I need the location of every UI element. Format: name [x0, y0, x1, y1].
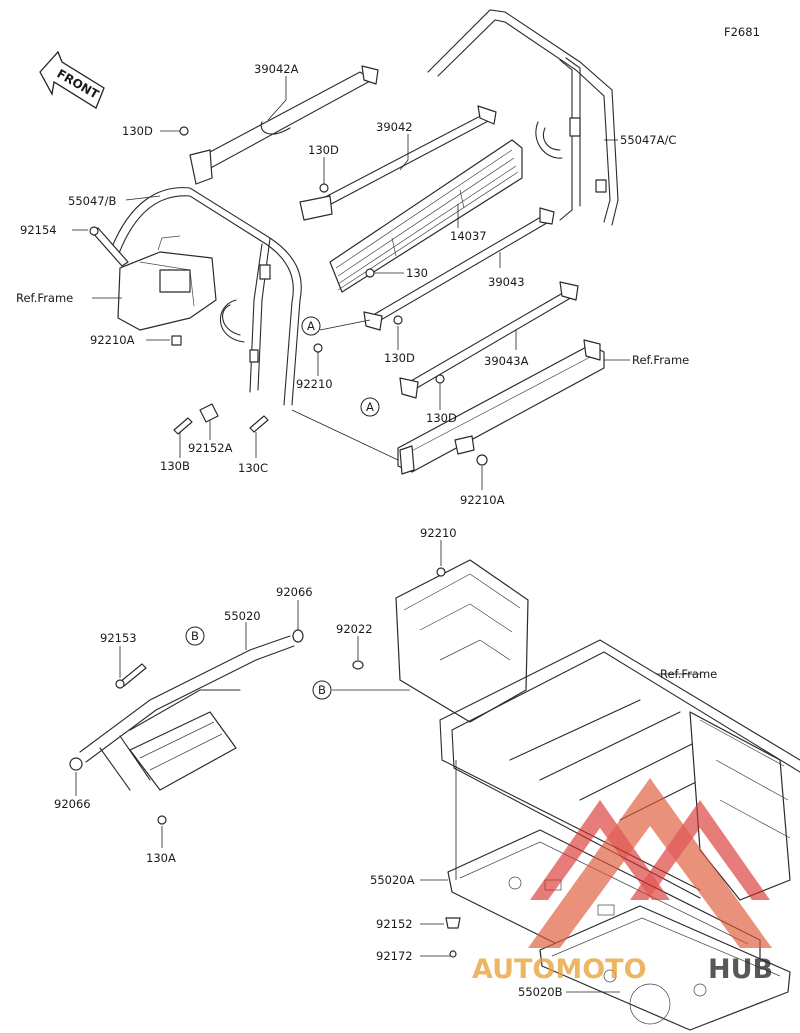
label-130d-3: 130D — [384, 351, 415, 365]
label-39042a: 39042A — [254, 62, 299, 76]
front-arrow-icon: FRONT — [39, 50, 105, 109]
fastener-130b — [173, 417, 193, 435]
tube-39042a — [189, 65, 379, 185]
label-92153: 92153 — [100, 631, 137, 645]
label-92172: 92172 — [376, 949, 413, 963]
label-55020a: 55020A — [370, 873, 415, 887]
label-92210a-1: 92210A — [90, 333, 135, 347]
ref-frame-bracket — [117, 235, 217, 331]
label-92154: 92154 — [20, 223, 57, 237]
callout-b-right: B — [312, 680, 332, 700]
label-130d-4: 130D — [426, 411, 457, 425]
figure-code: F2681 — [724, 25, 760, 39]
label-92066-1: 92066 — [276, 585, 313, 599]
label-130a: 130A — [146, 851, 176, 865]
fastener-92210-1 — [313, 343, 323, 353]
fastener-130d-2 — [319, 183, 329, 193]
leader-lines — [72, 76, 700, 993]
fastener-92210-2 — [436, 567, 446, 577]
label-39042: 39042 — [376, 120, 413, 134]
label-ref-frame-3: Ref.Frame — [660, 667, 717, 681]
skid-plate-55020b — [539, 905, 791, 1031]
fastener-92172 — [449, 950, 457, 958]
svg-text:B: B — [318, 683, 326, 697]
fastener-92154 — [89, 226, 129, 267]
svg-text:A: A — [307, 319, 315, 333]
label-55047b: 55047/B — [68, 194, 116, 208]
watermark-text-left: AUTOMOTO — [472, 954, 647, 985]
fastener-130a — [157, 815, 167, 825]
label-130c: 130C — [238, 461, 268, 475]
fastener-92022 — [352, 660, 364, 670]
watermark-text-right: HUB — [708, 954, 773, 985]
label-ref-frame-2: Ref.Frame — [632, 353, 689, 367]
label-130d-1: 130D — [122, 124, 153, 138]
watermark-logo: AUTOMOTO HUB — [472, 778, 773, 985]
label-55047ac: 55047A/C — [620, 133, 676, 147]
fastener-92152 — [445, 917, 461, 929]
fastener-130 — [365, 268, 375, 278]
label-92152a: 92152A — [188, 441, 233, 455]
label-92152: 92152 — [376, 917, 413, 931]
label-130: 130 — [406, 266, 428, 280]
ref-frame-rail — [397, 339, 605, 475]
part-labels: 39042A 130D 39042 130D 55047A/C 55047/B … — [16, 62, 717, 999]
label-55020b: 55020B — [518, 985, 563, 999]
callout-a-lower: A — [360, 397, 380, 417]
chassis-frame — [395, 559, 800, 901]
rear-rops-55047ac — [427, 9, 619, 226]
label-55020: 55020 — [224, 609, 261, 623]
bumper-55020 — [69, 635, 295, 791]
fastener-92210a-1 — [171, 335, 182, 346]
svg-text:B: B — [191, 629, 199, 643]
callout-a-upper: A — [301, 316, 321, 336]
label-ref-frame-1: Ref.Frame — [16, 291, 73, 305]
fastener-92210a-2 — [476, 454, 488, 466]
fastener-130d-1 — [179, 126, 189, 136]
tube-39043 — [363, 207, 555, 331]
fastener-130c — [249, 415, 269, 433]
label-92022: 92022 — [336, 622, 373, 636]
tube-39042 — [299, 105, 497, 221]
label-130d-2: 130D — [308, 143, 339, 157]
fastener-130d-3 — [393, 315, 403, 325]
label-39043: 39043 — [488, 275, 525, 289]
label-92210-1: 92210 — [296, 377, 333, 391]
fastener-92152a — [199, 403, 219, 423]
label-92210a-2: 92210A — [460, 493, 505, 507]
front-rops-55047b — [109, 187, 302, 406]
label-92066-2: 92066 — [54, 797, 91, 811]
label-14037: 14037 — [450, 229, 487, 243]
label-92210-2: 92210 — [420, 526, 457, 540]
svg-text:A: A — [366, 400, 374, 414]
callout-b-left: B — [185, 626, 205, 646]
label-39043a: 39043A — [484, 354, 529, 368]
label-130b: 130B — [160, 459, 190, 473]
fastener-130d-4 — [435, 374, 445, 384]
tube-39043a — [399, 281, 579, 399]
fastener-92066-1 — [292, 629, 304, 643]
fastener-92153 — [115, 663, 147, 689]
watermark-triangle-icon — [528, 778, 772, 948]
